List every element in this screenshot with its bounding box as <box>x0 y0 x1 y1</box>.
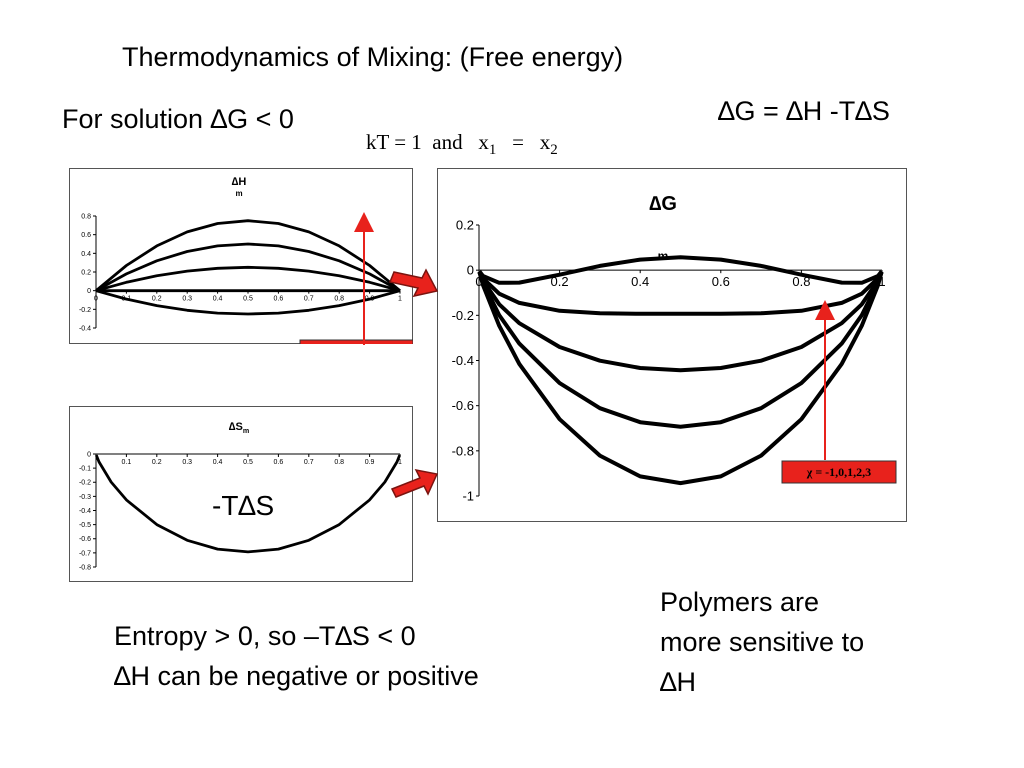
y-tick-label: -0.7 <box>79 550 91 557</box>
series-line-4 <box>477 270 884 316</box>
y-tick-label: 0 <box>87 288 91 295</box>
chart-title-subscript: m <box>243 427 249 435</box>
x-tick-label: 0.3 <box>182 459 192 466</box>
chi-callout-box <box>299 339 413 344</box>
x-tick-label: 0.3 <box>182 296 192 303</box>
x-tick-label: 0.2 <box>152 296 162 303</box>
polymers-line-2: more sensitive to <box>660 627 865 657</box>
x-tick-label: 0.5 <box>243 459 253 466</box>
entropy-note: Entropy > 0, so –T∆S < 0 ∆H can be negat… <box>114 616 479 696</box>
slide-title: Thermodynamics of Mixing: (Free energy) <box>122 42 624 72</box>
minus-tds-label: -T∆S <box>212 490 275 521</box>
polymers-note: Polymers are more sensitive to ∆H <box>660 582 864 702</box>
x-tick-label: 0.4 <box>631 274 649 289</box>
x1-symbol: x <box>478 130 489 154</box>
series-line-3 <box>95 265 401 293</box>
y-tick-label: -0.3 <box>79 494 91 501</box>
conditions-line: kT = 1 and x1 = x2 <box>366 130 558 159</box>
x-tick-label: 0 <box>94 296 98 303</box>
and-word: and <box>432 130 463 154</box>
x-tick-label: 0.9 <box>365 459 375 466</box>
x-tick-label: 0.5 <box>243 296 253 303</box>
x-tick-label: 0.4 <box>213 296 223 303</box>
y-tick-label: 0.4 <box>81 251 91 258</box>
solution-note: For solution ∆G < 0 <box>62 104 294 134</box>
x2-subscript: 2 <box>550 142 558 159</box>
x-tick-label: 1 <box>398 296 402 303</box>
block-arrow-bottom <box>390 468 439 498</box>
equals-sign: = <box>512 130 524 154</box>
y-tick-label: 0.6 <box>81 232 91 239</box>
x-tick-label: 0.8 <box>792 274 810 289</box>
x-tick-label: 0 <box>475 274 482 289</box>
block-arrow-top <box>388 268 439 298</box>
x2-symbol: x <box>539 130 551 154</box>
series-line-4 <box>95 242 401 292</box>
x-tick-label: 0.6 <box>712 274 730 289</box>
y-tick-label: -0.8 <box>452 443 474 458</box>
y-tick-label: -0.5 <box>79 522 91 529</box>
y-tick-label: -0.8 <box>79 564 91 571</box>
y-tick-label: -0.2 <box>452 308 474 323</box>
x-tick-label: 0.8 <box>334 459 344 466</box>
series-line-5 <box>95 219 401 292</box>
x-tick-label: 1 <box>398 459 402 466</box>
y-tick-label: 0 <box>467 263 474 278</box>
chart-title: ∆H <box>232 176 247 188</box>
chart-subtitle: m <box>658 249 669 263</box>
polymers-line-3: ∆H <box>660 667 697 697</box>
chart-title: ∆G <box>649 193 677 215</box>
entropy-line-1: Entropy > 0, so –T∆S < 0 <box>114 621 416 651</box>
polymers-line-1: Polymers are <box>660 587 820 617</box>
y-tick-label: 0.2 <box>456 218 474 233</box>
x-tick-label: 0.7 <box>304 459 314 466</box>
y-tick-label: 0.8 <box>81 213 91 220</box>
series-line-5 <box>477 255 884 285</box>
y-tick-label: -1 <box>462 489 474 504</box>
chi-callout-box <box>781 460 897 484</box>
chart-subtitle: m <box>235 189 242 198</box>
gibbs-equation: ∆G = ∆H -T∆S <box>718 96 890 126</box>
x-tick-label: 0.6 <box>274 296 284 303</box>
x-tick-label: 0.6 <box>274 459 284 466</box>
y-tick-label: -0.6 <box>452 398 474 413</box>
y-tick-label: 0.2 <box>81 269 91 276</box>
series-line-1 <box>95 289 401 316</box>
x-tick-label: 0.1 <box>122 459 132 466</box>
x-tick-label: 0.7 <box>304 296 314 303</box>
series-line-2 <box>477 271 884 429</box>
y-tick-label: -0.4 <box>79 325 91 332</box>
entropy-line-2: ∆H can be negative or positive <box>114 661 479 691</box>
y-tick-label: -0.4 <box>79 508 91 515</box>
series-line-1 <box>94 454 402 554</box>
x-tick-label: 0.8 <box>334 296 344 303</box>
kt-value: kT = 1 <box>366 130 422 154</box>
y-tick-label: 0 <box>87 451 91 458</box>
y-tick-label: -0.2 <box>79 307 91 314</box>
y-tick-label: -0.1 <box>79 466 91 473</box>
x1-subscript: 1 <box>488 142 497 159</box>
x-tick-label: 0.2 <box>551 274 569 289</box>
dg-chart: ∆G m 0.2 0 -0.2 -0.4 -0.6 -0.8 -1 0 0.2 0.4 0.6 0.8 1 χ… <box>437 168 907 522</box>
x-tick-label: 0.2 <box>152 459 162 466</box>
series-line-1 <box>477 271 884 486</box>
x-tick-label: 0.4 <box>213 459 223 466</box>
y-tick-label: -0.4 <box>452 353 474 368</box>
chi-callout-label: χ = -1,0,1,2,3 <box>806 465 871 479</box>
series-line-3 <box>477 270 884 373</box>
x-tick-label: 1 <box>878 274 885 289</box>
y-tick-label: -0.6 <box>79 536 91 543</box>
y-tick-label: -0.2 <box>79 480 91 487</box>
